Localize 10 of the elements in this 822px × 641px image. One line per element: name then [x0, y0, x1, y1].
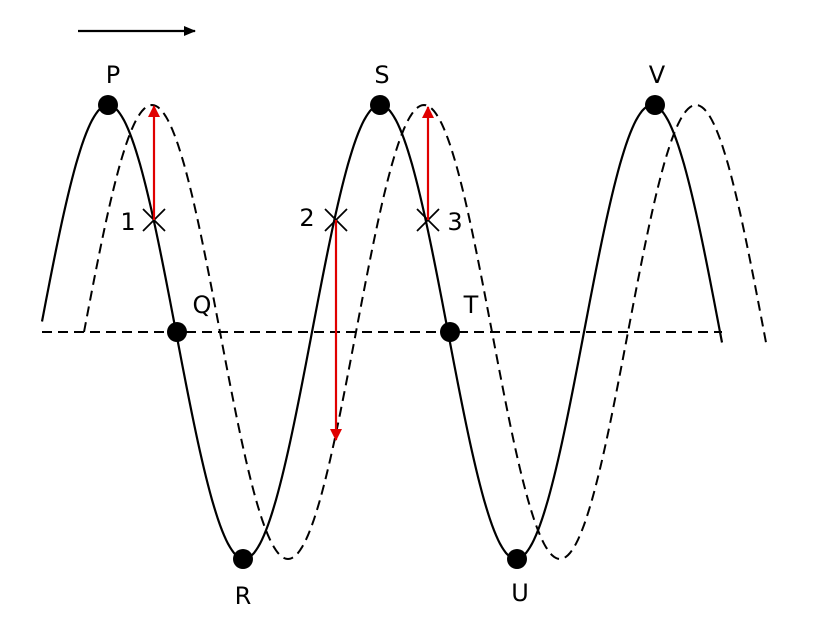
- point-label: V: [648, 63, 666, 87]
- point-label: Q: [192, 293, 212, 317]
- point-label: U: [511, 581, 529, 605]
- marker-number: 3: [447, 210, 463, 234]
- point-label: T: [464, 293, 478, 317]
- marker-number: 2: [299, 206, 315, 230]
- marker-number: 1: [120, 210, 136, 234]
- point-label: R: [234, 584, 252, 608]
- point-label: P: [106, 63, 120, 87]
- point-label: S: [374, 63, 390, 87]
